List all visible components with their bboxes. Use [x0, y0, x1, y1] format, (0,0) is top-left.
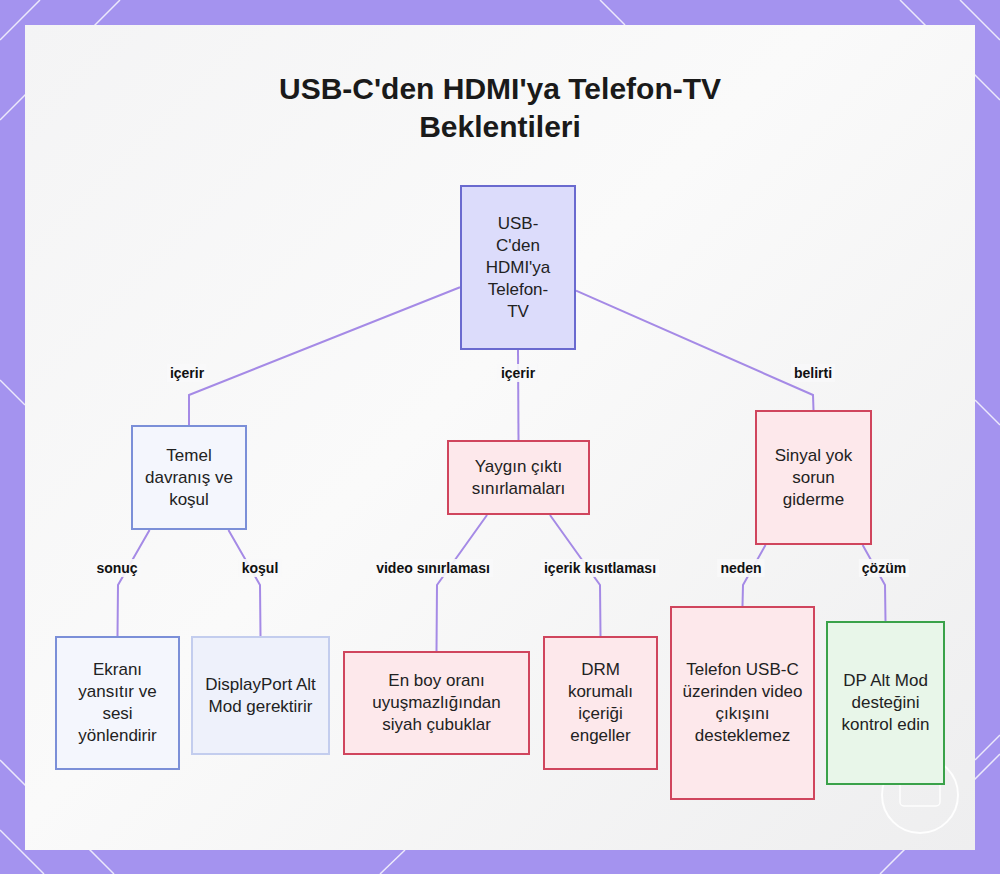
- node-text: USB-C'den HDMI'ya Telefon-TV: [480, 213, 556, 323]
- process-box: DP Alt Mod desteğini kontrol edin: [826, 621, 945, 785]
- process-box: Ekranı yansıtır ve sesi yönlendirir: [55, 636, 180, 770]
- node-text: DRM korumalı içeriği engeller: [555, 659, 646, 747]
- node-text: Sinyal yok sorun giderme: [767, 445, 860, 511]
- edge-label: içerir: [167, 364, 207, 382]
- node-text: En boy oranı uyuşmazlığından siyah çubuk…: [355, 670, 518, 736]
- process-box: DRM korumalı içeriği engeller: [543, 636, 658, 770]
- process-box: Telefon USB-C üzerinden video çıkışını d…: [670, 606, 815, 800]
- node-text: DP Alt Mod desteğini kontrol edin: [838, 670, 933, 736]
- node-text: Telefon USB-C üzerinden video çıkışını d…: [682, 659, 803, 747]
- connector-line: [118, 530, 150, 636]
- edge-label: içerik kısıtlaması: [541, 559, 659, 577]
- process-box: En boy oranı uyuşmazlığından siyah çubuk…: [343, 651, 530, 755]
- node-text: Yaygın çıktı sınırlamaları: [459, 456, 578, 500]
- edge-label: sonuç: [93, 559, 140, 577]
- connector-line: [576, 291, 814, 410]
- edge-label: belirti: [791, 364, 835, 382]
- process-box: DisplayPort Alt Mod gerektirir: [191, 636, 330, 755]
- edge-label: koşul: [239, 559, 282, 577]
- node-text: Ekranı yansıtır ve sesi yönlendirir: [67, 659, 168, 747]
- connector-line: [863, 545, 886, 621]
- edge-label: neden: [717, 559, 764, 577]
- node-text: DisplayPort Alt Mod gerektirir: [203, 674, 318, 718]
- process-box: Temel davranış ve koşul: [131, 425, 247, 530]
- process-box: USB-C'den HDMI'ya Telefon-TV: [460, 185, 576, 350]
- edge-label: video sınırlaması: [373, 559, 493, 577]
- diagram-title: USB-C'den HDMI'ya Telefon-TV Beklentiler…: [200, 70, 800, 146]
- node-text: Temel davranış ve koşul: [143, 445, 235, 511]
- connector-line: [228, 530, 260, 636]
- connector-line: [189, 287, 460, 425]
- process-box: Sinyal yok sorun giderme: [755, 410, 872, 545]
- edge-label: çözüm: [859, 559, 909, 577]
- connector-line: [437, 515, 488, 651]
- process-box: Yaygın çıktı sınırlamaları: [447, 440, 590, 515]
- edge-label: içerir: [498, 364, 538, 382]
